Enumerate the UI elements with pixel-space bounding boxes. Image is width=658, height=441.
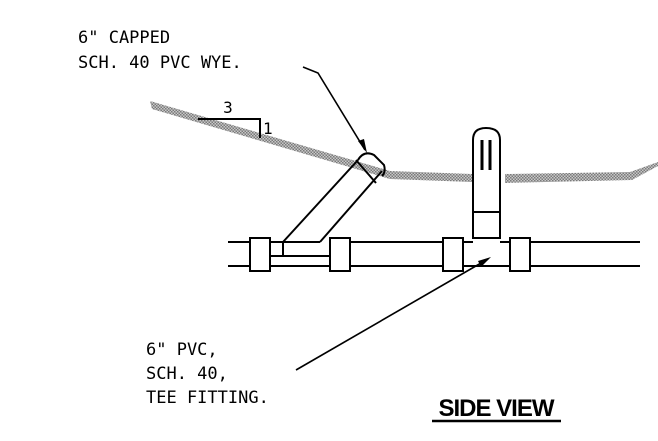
tee-callout: 6" PVC, SCH. 40, TEE FITTING.: [146, 340, 269, 408]
wye-callout: 6" CAPPED SCH. 40 PVC WYE.: [78, 28, 242, 73]
wye-leader-arrow: [358, 139, 367, 153]
slope-run-label: 3: [223, 98, 233, 117]
tee-fitting: [442, 126, 531, 272]
tee-callout-line-1: 6" PVC,: [146, 340, 218, 360]
main-horizontal-pipe: [228, 241, 640, 267]
wye-leader-line: [302, 66, 366, 151]
view-title: SIDE VIEW: [438, 395, 554, 422]
wye-callout-line-1: 6" CAPPED: [78, 28, 170, 48]
ground-surface-line: [150, 101, 658, 183]
tee-leader-arrow: [478, 257, 491, 267]
tee-callout-line-3: TEE FITTING.: [146, 388, 269, 408]
wye-callout-line-2: SCH. 40 PVC WYE.: [78, 53, 242, 73]
slope-rise-label: 1: [263, 119, 273, 138]
tee-leader-line: [295, 258, 489, 371]
view-title-group: SIDE VIEW: [432, 395, 561, 423]
slope-indicator: 3 1: [198, 98, 273, 138]
wye-fitting: [270, 152, 386, 267]
pipe-coupling-mid: [329, 237, 351, 272]
tee-callout-line-2: SCH. 40,: [146, 364, 228, 384]
pipe-coupling-left: [249, 237, 271, 272]
